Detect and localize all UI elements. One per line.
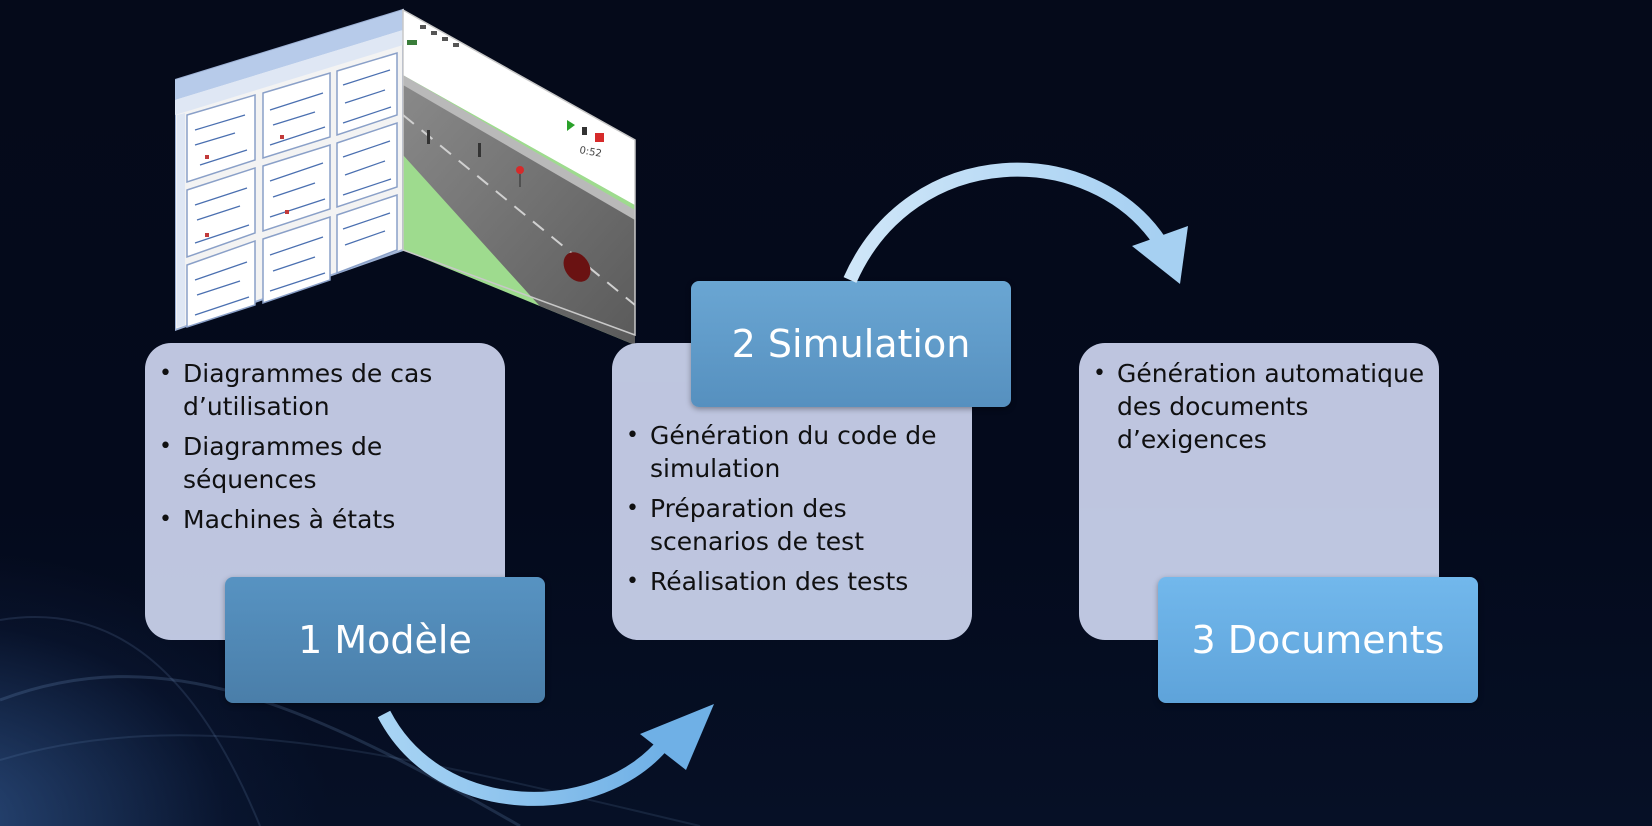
step-2-label: 2 Simulation: [691, 281, 1011, 407]
step-3-list: Génération automatique des documents d’e…: [1079, 343, 1439, 456]
software-screenshot-collage: 0:52: [175, 8, 636, 345]
list-item: Diagrammes de cas d’utilisation: [157, 357, 487, 423]
list-item: Génération du code de simulation: [624, 419, 954, 485]
arrow-step2-to-step3: [843, 162, 1188, 284]
road-simulation-window: 0:52: [402, 8, 636, 345]
step-3-label: 3 Documents: [1158, 577, 1478, 703]
step-2-list: Génération du code de simulation Prépara…: [612, 343, 972, 598]
list-item: Préparation des scenarios de test: [624, 492, 954, 558]
list-item: Diagrammes de séquences: [157, 430, 487, 496]
arrow-step1-to-step2: [377, 704, 714, 806]
step-1-label: 1 Modèle: [225, 577, 545, 703]
list-item: Machines à états: [157, 503, 487, 536]
step-1-list: Diagrammes de cas d’utilisation Diagramm…: [145, 343, 505, 536]
simulation-timer: 0:52: [578, 145, 602, 160]
list-item: Génération automatique des documents d’e…: [1091, 357, 1425, 456]
modeling-tool-window: [175, 8, 404, 332]
list-item: Réalisation des tests: [624, 565, 954, 598]
